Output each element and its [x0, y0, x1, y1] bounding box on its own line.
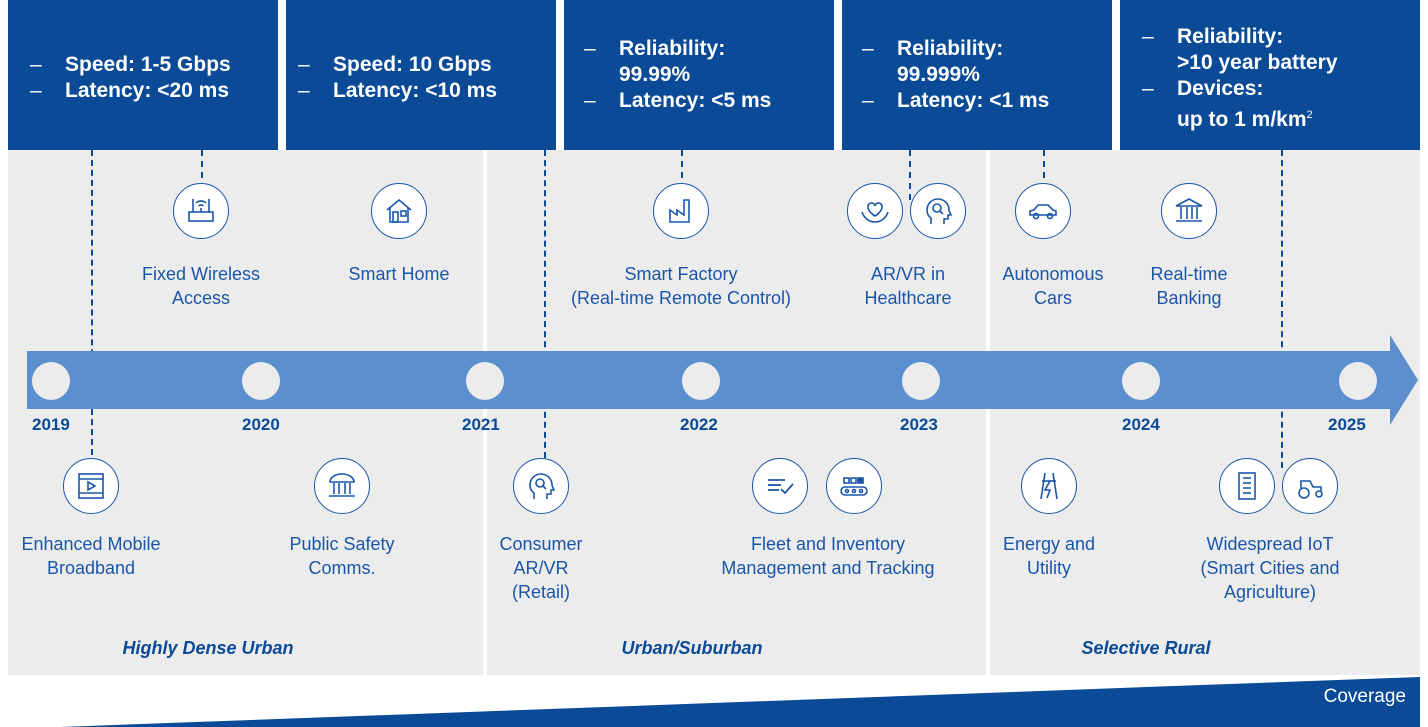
head-search-icon [910, 183, 966, 239]
spec-box-2024: –Reliability: >10 year battery –Devices:… [1120, 0, 1420, 150]
year-label: 2025 [1328, 415, 1366, 434]
region-label-selective-rural: Selective Rural [1081, 638, 1211, 658]
tractor-icon [1282, 458, 1338, 514]
use-case-label: Consumer AR/VR (Retail) [499, 534, 583, 602]
timeline-dot-2025 [1339, 362, 1377, 400]
checklist-icon [752, 458, 808, 514]
spec-line: Reliability: >10 year battery [1177, 25, 1338, 74]
spec-line: Devices: up to 1 m/km [1177, 77, 1307, 131]
spec-line: Speed: 1-5 Gbps [65, 53, 231, 76]
timeline-arrow [27, 335, 1418, 425]
heart-hands-icon [847, 183, 903, 239]
timeline-dot-2022 [682, 362, 720, 400]
use-case-label: Real-time Banking [1150, 264, 1228, 308]
spec-line: Latency: <1 ms [897, 89, 1050, 112]
use-case-label: Fixed Wireless Access [141, 264, 261, 308]
power-tower-icon [1021, 458, 1077, 514]
timeline-dot-2024 [1122, 362, 1160, 400]
connector-line [1043, 150, 1045, 178]
spec-line: Latency: <20 ms [65, 79, 230, 102]
year-label: 2019 [32, 415, 70, 434]
year-label: 2022 [680, 415, 718, 434]
spec-box-2023: –Reliability: 99.999% –Latency: <1 ms [842, 0, 1112, 150]
office-building-icon [1219, 458, 1275, 514]
year-label: 2020 [242, 415, 280, 434]
film-icon [63, 458, 119, 514]
region-label-urban-suburban: Urban/Suburban [621, 638, 763, 658]
connector-line [1281, 150, 1283, 468]
spec-box-2022: –Reliability: 99.99% –Latency: <5 ms [564, 0, 834, 150]
use-case-label: Energy and Utility [1002, 534, 1096, 578]
spec-line: Reliability: 99.99% [619, 37, 726, 86]
bank-icon [1161, 183, 1217, 239]
use-case-label: Enhanced Mobile Broadband [21, 534, 161, 578]
use-case-label: Public Safety Comms. [289, 534, 395, 578]
region-panel-urban-suburban [487, 150, 986, 675]
spec-line: Latency: <5 ms [619, 89, 772, 112]
use-case-label: Fleet and Inventory Management and Track… [721, 534, 935, 578]
government-building-icon [314, 458, 370, 514]
head-search-icon [513, 458, 569, 514]
superscript-2: 2 [1306, 109, 1313, 121]
coverage-label: Coverage [1323, 686, 1406, 707]
router-icon [173, 183, 229, 239]
coverage-wedge [60, 677, 1420, 727]
use-case-label: Smart Factory (Real-time Remote Control) [570, 264, 792, 308]
house-icon [371, 183, 427, 239]
spec-line: Speed: 10 Gbps [333, 53, 492, 76]
timeline-dot-2023 [902, 362, 940, 400]
use-case-label: Smart Home [348, 264, 450, 284]
car-icon [1015, 183, 1071, 239]
connector-line [91, 150, 93, 455]
year-label: 2023 [900, 415, 938, 434]
timeline-dot-2021 [466, 362, 504, 400]
connector-line [681, 150, 683, 178]
spec-line: Latency: <10 ms [333, 79, 498, 102]
timeline-dot-2020 [242, 362, 280, 400]
year-label: 2021 [462, 415, 500, 434]
use-case-label: AR/VR in Healthcare [864, 264, 952, 308]
region-label-highly-dense-urban: Highly Dense Urban [122, 638, 294, 658]
use-case-label: Widespread IoT (Smart Cities and Agricul… [1200, 534, 1340, 602]
conveyor-icon [826, 458, 882, 514]
spec-box-2019: –Speed: 1-5 Gbps –Latency: <20 ms [8, 0, 278, 150]
connector-line [201, 150, 203, 178]
use-case-label: Autonomous Cars [1002, 264, 1104, 308]
region-panel-selective-rural [990, 150, 1420, 675]
spec-line: Reliability: 99.999% [897, 37, 1004, 86]
factory-icon [653, 183, 709, 239]
spec-box-2020: –Speed: 10 Gbps –Latency: <10 ms [286, 0, 556, 150]
year-label: 2024 [1122, 415, 1160, 434]
timeline-dot-2019 [32, 362, 70, 400]
connector-line [909, 150, 911, 200]
connector-line [544, 150, 546, 458]
